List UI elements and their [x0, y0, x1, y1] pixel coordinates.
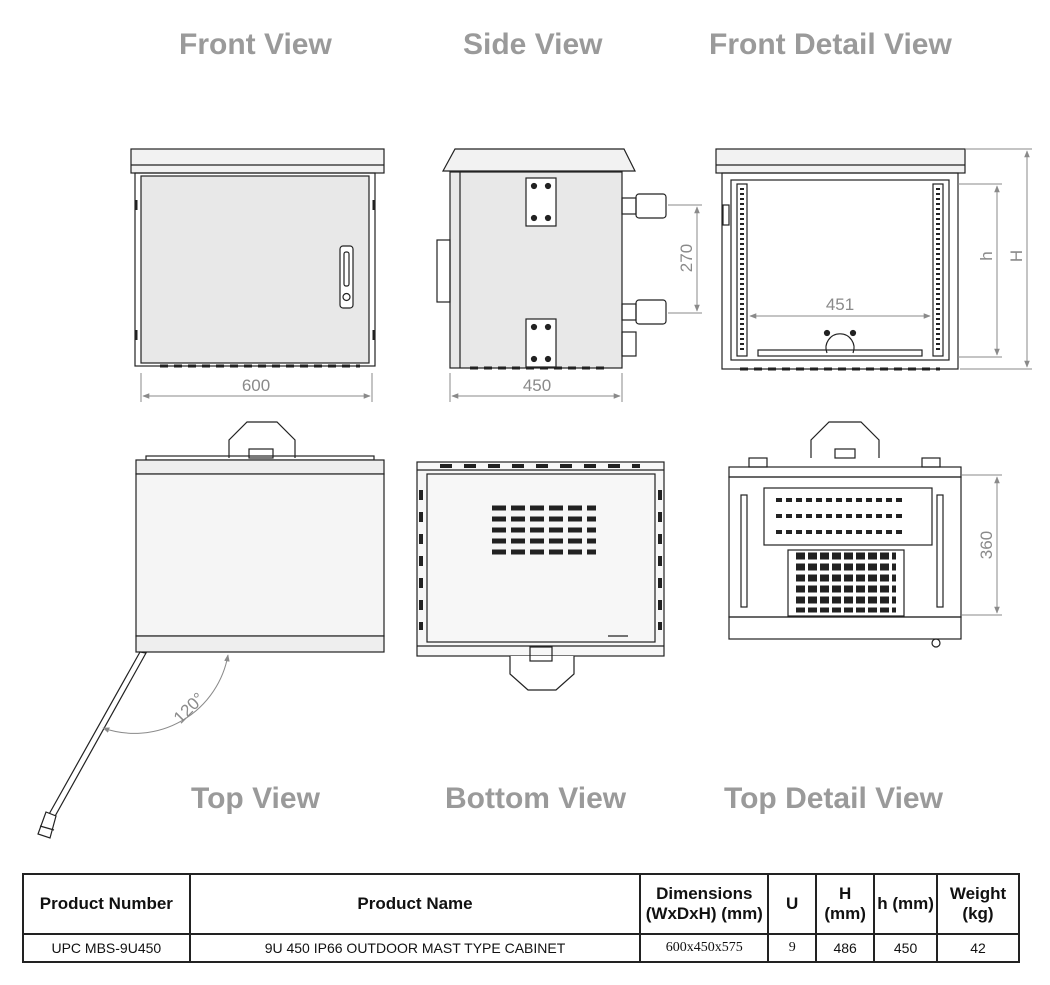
side-gland-spacing-label: 270 [677, 244, 696, 272]
side-gland-dimension: 270 [668, 204, 702, 314]
side-view-drawing [436, 148, 667, 370]
header-u: U [767, 873, 818, 935]
cell-H-mm: 486 [815, 933, 876, 963]
cell-dimensions: 600x450x575 [639, 933, 770, 963]
side-view-title: Side View [463, 28, 603, 61]
cell-u: 9 [767, 933, 818, 963]
side-depth-label: 450 [523, 376, 551, 395]
side-depth-dimension: 450 [449, 373, 623, 402]
spec-table: Product Number Product Name Dimensions (… [22, 873, 1020, 963]
header-product-number: Product Number [22, 873, 191, 935]
spec-table-header-row: Product Number Product Name Dimensions (… [22, 873, 1020, 935]
header-weight: Weight (kg) [936, 873, 1020, 935]
front-view-title: Front View [179, 28, 332, 61]
header-product-name: Product Name [188, 873, 642, 935]
technical-drawing: 600 270 450 [37, 148, 1032, 839]
front-view-drawing [130, 148, 385, 368]
top-detail-depth-label: 360 [977, 531, 996, 559]
detail-H-dimension: H [960, 148, 1032, 370]
detail-inner-width-dimension: 451 [749, 295, 931, 319]
header-dimensions: Dimensions (WxDxH) (mm) [639, 873, 770, 935]
cell-h-mm: 450 [873, 933, 939, 963]
detail-H-label: H [1007, 250, 1026, 262]
table-row: UPC MBS-9U450 9U 450 IP66 OUTDOOR MAST T… [22, 933, 1020, 963]
top-door-angle-label: 120° [170, 689, 208, 727]
top-detail-drawing [728, 421, 962, 648]
front-width-label: 600 [242, 376, 270, 395]
top-detail-view-title: Top Detail View [724, 782, 943, 815]
front-width-dimension: 600 [140, 373, 373, 402]
detail-inner-width-label: 451 [826, 295, 854, 314]
top-view-drawing [37, 421, 385, 839]
cell-product-name: 9U 450 IP66 OUTDOOR MAST TYPE CABINET [188, 933, 642, 963]
cell-product-number: UPC MBS-9U450 [22, 933, 191, 963]
header-H-mm: H (mm) [815, 873, 876, 935]
detail-h-label: h [977, 251, 996, 260]
bottom-view-drawing [416, 461, 665, 691]
cell-weight: 42 [936, 933, 1020, 963]
top-detail-depth-dimension: 360 [962, 474, 1002, 616]
detail-h-dimension: h [958, 183, 1002, 358]
header-h-mm: h (mm) [873, 873, 939, 935]
top-view-title: Top View [191, 782, 320, 815]
bottom-view-title: Bottom View [445, 782, 627, 815]
front-detail-view-title: Front Detail View [709, 28, 952, 61]
front-detail-drawing [715, 148, 966, 371]
